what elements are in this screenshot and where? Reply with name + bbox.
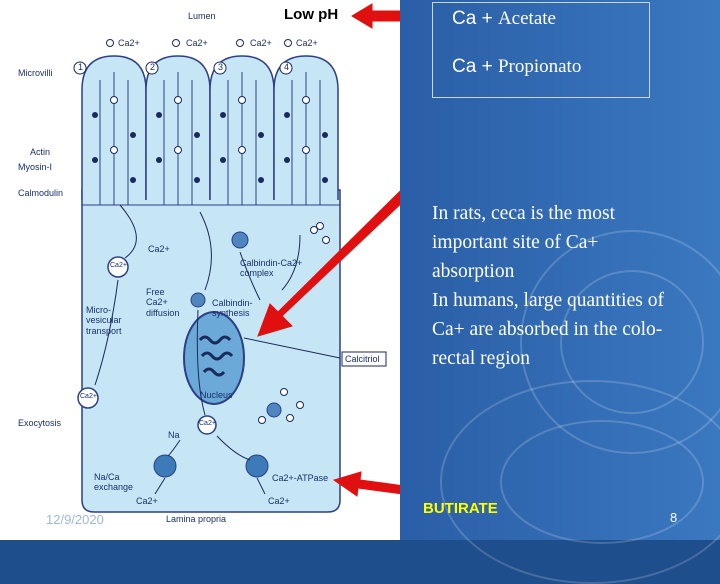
lumen-ca-label-2: Ca2+ <box>186 38 208 48</box>
lumen-ca-label-3: Ca2+ <box>250 38 272 48</box>
low-ph-arrow <box>351 3 400 29</box>
na-ca-exchange-label: Na/Ca exchange <box>94 472 133 493</box>
calcitriol-label: Calcitriol <box>345 354 380 364</box>
channel-number-2: 2 <box>150 62 156 72</box>
calbindin-complex-line: Calbindin-Ca2+ <box>240 258 303 268</box>
actin-label: Actin <box>30 147 51 157</box>
channel-number-1: 1 <box>78 62 84 72</box>
microvesicular-label: Micro- vesicular transport <box>86 305 122 336</box>
ca-vesicle-label: Ca2+ <box>110 262 127 269</box>
fatty-acid-box <box>432 2 650 98</box>
calbindin-complex-line: complex <box>240 268 274 279</box>
lumen-ca-dots <box>106 39 292 47</box>
microvilli-label: Microvilli <box>18 68 53 78</box>
ca-exocytosis-label: Ca2+ <box>80 393 97 400</box>
calbindin-synthesis-line: Calbindin- <box>212 298 253 308</box>
propionato-ca: Ca + <box>452 56 493 77</box>
na-label: Na <box>168 430 180 440</box>
acetate-ca: Ca + <box>452 8 493 29</box>
na-ca-exchange-line: exchange <box>94 482 134 493</box>
lumen-ca-label-4: Ca2+ <box>296 38 318 48</box>
nucleus-label: Nucleus <box>200 390 233 400</box>
dna-strand <box>198 335 234 377</box>
ca-inner-label: Ca2+ <box>148 244 170 254</box>
free-ca-diffusion-line: diffusion <box>146 307 180 318</box>
calbindin-complex-ball <box>190 292 206 308</box>
butirate-arrow <box>332 471 400 497</box>
channel-number-3: 3 <box>218 62 224 72</box>
lumen-ca-label-1: Ca2+ <box>118 38 140 48</box>
note-line: important site of Ca+ <box>432 232 599 253</box>
absorption-note: In rats, ceca is the most important site… <box>432 199 720 373</box>
slide-date: 12/9/2020 <box>46 512 104 527</box>
propionato-text: Propionato <box>497 56 582 77</box>
calcitriol-box <box>341 351 387 367</box>
calbindin-complex-ball <box>266 402 282 418</box>
calbindin-synthesis-label: Calbindin- synthesis <box>212 298 253 319</box>
calbindin-complex-ball <box>231 231 249 249</box>
note-line: In humans, large quantities of <box>432 290 664 311</box>
ca-vesicle <box>107 256 129 278</box>
ca-bottom-right-label: Ca2+ <box>268 496 290 506</box>
ca-atpase-label: Ca2+-ATPase <box>272 473 329 483</box>
calmodulin-label: Calmodulin <box>18 188 64 198</box>
note-line: absorption <box>432 261 515 282</box>
microvesicular-line: transport <box>86 325 122 336</box>
acetate-text: Acetate <box>497 8 556 29</box>
channel-number-4: 4 <box>284 62 290 72</box>
calbindin-complex-label: Calbindin-Ca2+ complex <box>240 258 302 279</box>
note-line: In rats, ceca is the most <box>432 203 616 224</box>
butirate-label: BUTIRATE <box>423 500 498 517</box>
lamina-propria-label: Lamina propria <box>166 514 227 524</box>
free-ca-diffusion-label: Free Ca2+ diffusion <box>146 287 179 318</box>
free-ca-diffusion-line: Ca2+ <box>146 297 168 308</box>
propionato-line: Ca + Propionato <box>452 56 581 78</box>
ca-bottom-left-label: Ca2+ <box>136 496 158 506</box>
na-ca-exchanger <box>153 454 177 478</box>
diagonal-arrow <box>257 190 400 337</box>
acetate-line: Ca + Acetate <box>452 8 556 30</box>
ca-cluster-dots <box>258 222 330 424</box>
lumen-label: Lumen <box>188 11 216 21</box>
ca-atpase-pump <box>245 454 269 478</box>
note-line: rectal region <box>432 348 530 369</box>
exocytosis-label: Exocytosis <box>18 418 62 428</box>
pathway-arrows <box>94 204 341 495</box>
na-ca-exchange-line: Na/Ca <box>94 472 120 482</box>
channel-number-circles <box>73 61 293 75</box>
diagram-panel: Lumen Ca2+ Ca2+ Ca2+ Ca2+ 1 2 3 4 Microv… <box>0 0 400 540</box>
microvesicular-line: Micro- <box>86 305 111 315</box>
calmodulin-dots <box>110 96 310 154</box>
myosin-label: Myosin-I <box>18 162 53 172</box>
myosin-dots <box>92 112 328 183</box>
ripple-decoration <box>500 420 704 544</box>
page-number: 8 <box>670 510 678 525</box>
low-ph-label: Low pH <box>284 6 339 23</box>
free-ca-diffusion-line: Free <box>146 287 165 297</box>
microvesicular-line: vesicular <box>86 315 122 326</box>
actin-filaments <box>82 72 340 206</box>
exocytosis-vesicle <box>77 387 99 409</box>
calbindin-synthesis-line: synthesis <box>212 308 250 319</box>
note-line: Ca+ are absorbed in the colo- <box>432 319 663 340</box>
ca-low-vesicle-label: Ca2+ <box>199 420 216 427</box>
red-arrows <box>257 3 400 497</box>
intestinal-cell-diagram <box>73 3 400 513</box>
ca-vesicle-low <box>197 415 217 435</box>
